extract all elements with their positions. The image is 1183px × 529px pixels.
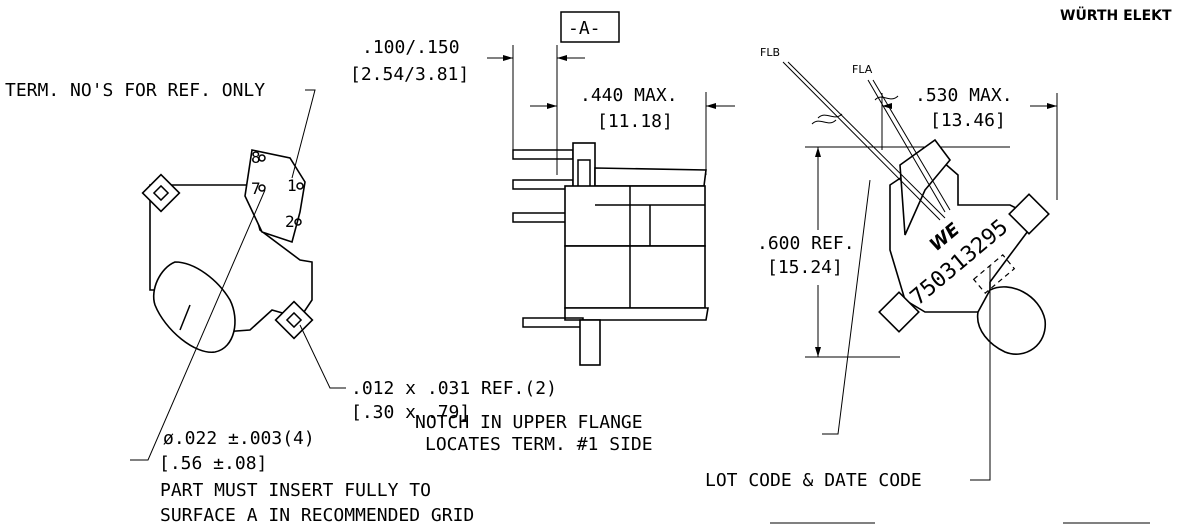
height-mm: [15.24]	[767, 257, 843, 278]
term-ref-note: TERM. NO'S FOR REF. ONLY	[5, 80, 265, 101]
fla-leader	[867, 79, 946, 213]
pin-header-tab	[244, 149, 306, 244]
height-arrowhead-bottom	[815, 347, 821, 357]
width-in: .440 MAX.	[580, 85, 678, 106]
side-bottom-flange	[564, 307, 709, 321]
pitch-arrowhead-left	[503, 55, 513, 61]
side-stub	[579, 319, 601, 366]
brand-name: WÜRTH ELEKT	[1060, 6, 1172, 24]
height-in: .600 REF.	[757, 233, 855, 254]
depth-in: .530 MAX.	[915, 85, 1013, 106]
pad-right	[274, 300, 314, 340]
lobe-slot	[179, 304, 191, 331]
pin-1	[296, 182, 304, 190]
pitch-mm: [2.54/3.81]	[350, 64, 469, 85]
width-arrowhead-left	[547, 103, 557, 109]
top-pad-left	[878, 291, 920, 333]
fla-break	[874, 95, 899, 101]
fla-leader-2	[872, 79, 951, 211]
notch-leader	[822, 179, 871, 435]
pin-7	[258, 184, 266, 192]
pitch-in: .100/.150	[362, 37, 460, 58]
depth-mm: [13.46]	[930, 110, 1006, 131]
fla-label: FLA	[852, 63, 873, 76]
insert-note-1: PART MUST INSERT FULLY TO	[160, 480, 431, 501]
pin-1-label: 1	[287, 176, 297, 195]
flb-break	[817, 113, 843, 119]
top-view: .530 MAX. [13.46] .600 REF. [15.24] 7503…	[757, 46, 1058, 481]
term-ref-leader	[291, 89, 316, 179]
pin-dia-leader	[130, 189, 266, 461]
flb-leader	[782, 61, 941, 221]
pin-8-label: 8	[251, 148, 261, 167]
pin-7-label: 7	[251, 179, 261, 198]
side-top-flange	[594, 167, 707, 187]
top-view-lobe	[976, 286, 1046, 355]
pad-left	[141, 173, 181, 213]
pad-size-mm: [.30 x .79]	[351, 402, 470, 423]
side-core-upper	[564, 185, 706, 247]
pin-dia-mm: [.56 ±.08]	[159, 453, 267, 474]
pin-2	[294, 218, 302, 226]
pad-size-leader	[299, 324, 346, 389]
pin-dia-in: ø.022 ±.003(4)	[163, 428, 315, 449]
pad-size-in: .012 x .031 REF.(2)	[351, 378, 557, 399]
width-mm: [11.18]	[597, 111, 673, 132]
side-view: -A- .100/.150 [2.54/3.81] .440 MAX. [11.…	[350, 11, 735, 366]
bottom-view: 8 7 1 2 TERM. NO'S FOR REF. ONLY	[5, 80, 346, 461]
depth-arrowhead-right	[1047, 103, 1057, 109]
pin-8	[258, 154, 266, 162]
insert-note-2: SURFACE A IN RECOMMENDED GRID	[160, 505, 474, 526]
datum-box	[560, 11, 620, 43]
height-arrowhead-top	[815, 147, 821, 157]
lot-code-box	[972, 254, 1016, 294]
side-pin-2	[512, 179, 574, 190]
flb-label: FLB	[760, 46, 780, 59]
lot-code-leader	[970, 265, 991, 481]
notch-note-1: NOTCH IN UPPER FLANGE	[415, 412, 643, 433]
top-pad-right	[1008, 193, 1050, 235]
notch-note-2: LOCATES TERM. #1 SIDE	[425, 434, 653, 455]
side-pin-3	[512, 212, 574, 223]
flb-break-2	[811, 119, 837, 125]
bottom-view-lobe	[153, 261, 236, 353]
flb-leader-2	[787, 61, 946, 219]
datum-label: -A-	[568, 18, 601, 39]
lot-code-note: LOT CODE & DATE CODE	[705, 470, 922, 491]
top-view-notch	[899, 138, 952, 236]
pin-2-label: 2	[285, 212, 295, 231]
side-pin-1	[512, 149, 574, 160]
side-core-lower	[564, 245, 706, 309]
pitch-arrowhead-right	[557, 55, 567, 61]
width-arrowhead-right	[706, 103, 716, 109]
